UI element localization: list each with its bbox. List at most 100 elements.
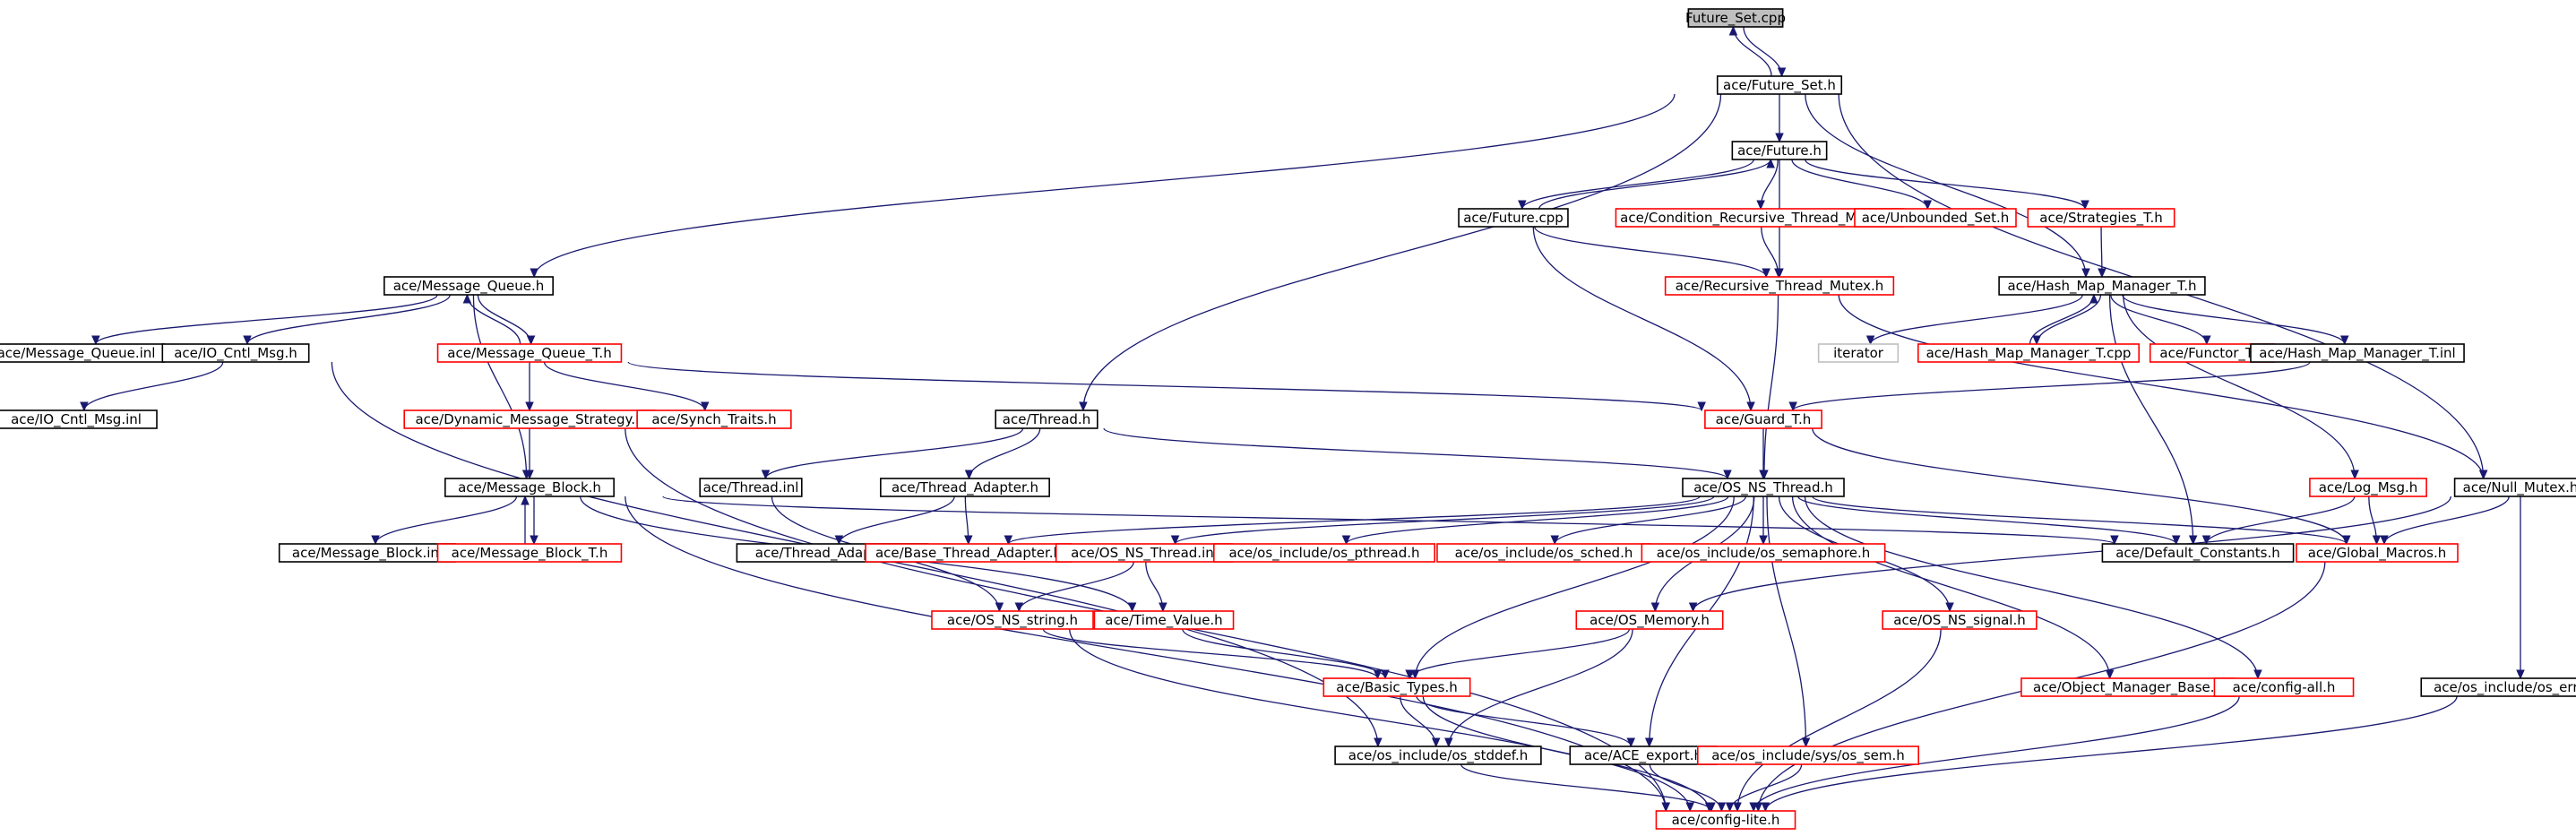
node-hash-map-mgr-inl[interactable]: ace/Hash_Map_Manager_T.inl	[2250, 343, 2465, 363]
node-thread-adapter-h[interactable]: ace/Thread_Adapter.h	[880, 478, 1050, 497]
node-io-cntl-msg-inl[interactable]: ace/IO_Cntl_Msg.inl	[0, 409, 158, 429]
node-os-memory[interactable]: ace/OS_Memory.h	[1575, 610, 1724, 630]
edge-null-mutex-to-os-errno	[2516, 496, 2525, 680]
node-message-block-t[interactable]: ace/Message_Block_T.h	[436, 543, 623, 563]
edge-guard-t-to-global-macros	[1812, 427, 2351, 546]
node-thread-inl[interactable]: ace/Thread.inl	[699, 478, 803, 497]
node-cond-rec-mutex[interactable]: ace/Condition_Recursive_Thread_Mutex.h	[1615, 208, 1905, 228]
node-config-lite[interactable]: ace/config-lite.h	[1655, 810, 1796, 830]
edge-sys-os-sem-to-config-lite	[1725, 763, 1803, 813]
node-hash-map-mgr-cpp[interactable]: ace/Hash_Map_Manager_T.cpp	[1917, 343, 2141, 363]
node-hash-map-mgr[interactable]: ace/Hash_Map_Manager_T.h	[1998, 276, 2206, 296]
node-box	[1334, 746, 1542, 765]
node-rec-thread-mutex[interactable]: ace/Recursive_Thread_Mutex.h	[1664, 276, 1895, 296]
edge-os-ns-thread-h-to-os-semaphore	[1759, 496, 1768, 546]
node-strategies-t[interactable]: ace/Strategies_T.h	[2027, 208, 2175, 228]
edge-guard-t-to-os-ns-thread-h	[1759, 427, 1768, 480]
edge-line	[1554, 496, 1747, 545]
node-os-pthread[interactable]: ace/os_include/os_pthread.h	[1213, 543, 1436, 563]
edge-future-h-to-future-cpp	[1518, 159, 1754, 211]
node-io-cntl-msg-h[interactable]: ace/IO_Cntl_Msg.h	[161, 343, 310, 363]
edge-arrowhead	[2516, 669, 2525, 680]
node-default-constants[interactable]: ace/Default_Constants.h	[2101, 543, 2295, 563]
edge-hash-map-mgr-to-functor-t	[2110, 294, 2211, 346]
edge-arrowhead	[1127, 602, 1137, 613]
node-message-block-h[interactable]: ace/Message_Block.h	[444, 478, 615, 497]
node-label: ace/Thread.h	[1003, 411, 1090, 427]
edge-line	[1869, 294, 2083, 345]
node-box	[1213, 543, 1436, 563]
edge-os-ns-thread-h-to-default-constants	[1797, 496, 2181, 546]
edge-arrowhead	[1381, 669, 1390, 680]
edge-message-queue-h-to-message-block-h	[472, 294, 531, 480]
edge-os-ns-thread-h-to-base-thread-adapter	[1004, 496, 1701, 546]
edge-line	[1018, 561, 1134, 612]
node-dyn-msg-strategy[interactable]: ace/Dynamic_Message_Strategy.h	[403, 409, 656, 429]
edge-line	[1797, 496, 2177, 545]
node-functor-t[interactable]: ace/Functor_T.h	[2149, 343, 2276, 363]
node-synch-traits[interactable]: ace/Synch_Traits.h	[636, 409, 792, 429]
node-message-queue-inl[interactable]: ace/Message_Queue.inl	[0, 343, 166, 363]
edge-message-block-t-to-message-block-h	[521, 495, 530, 545]
node-os-ns-signal[interactable]: ace/OS_NS_signal.h	[1882, 610, 2038, 630]
node-future-set-cpp[interactable]: Future_Set.cpp	[1685, 8, 1786, 28]
node-log-msg[interactable]: ace/Log_Msg.h	[2309, 478, 2427, 497]
edge-line	[1400, 695, 1437, 747]
node-guard-t[interactable]: ace/Guard_T.h	[1704, 409, 1822, 429]
node-os-stddef[interactable]: ace/os_include/os_stddef.h	[1334, 746, 1542, 765]
edge-arrowhead	[80, 401, 89, 412]
node-future-h[interactable]: ace/Future.h	[1731, 141, 1828, 160]
node-os-ns-thread-h[interactable]: ace/OS_NS_Thread.h	[1682, 478, 1845, 497]
edge-arrowhead	[1762, 268, 1770, 279]
node-time-value[interactable]: ace/Time_Value.h	[1093, 610, 1235, 630]
node-label: ace/os_include/os_errno.h	[2434, 679, 2576, 696]
edge-line	[246, 294, 451, 345]
edge-line	[95, 294, 438, 345]
edge-arrowhead	[1777, 67, 1787, 78]
node-os-sched[interactable]: ace/os_include/os_sched.h	[1436, 543, 1651, 563]
edge-line	[1763, 294, 1779, 479]
node-box	[2420, 677, 2576, 697]
node-os-ns-thread-inl[interactable]: ace/OS_NS_Thread.inl	[1055, 543, 1234, 563]
edge-line	[1521, 159, 1754, 210]
node-null-mutex[interactable]: ace/Null_Mutex.h	[2453, 478, 2576, 497]
node-config-all[interactable]: ace/config-all.h	[2213, 677, 2355, 697]
node-base-thread-adapter[interactable]: ace/Base_Thread_Adapter.h	[865, 543, 1073, 563]
node-unbounded-set[interactable]: ace/Unbounded_Set.h	[1854, 208, 2017, 228]
node-box	[1917, 343, 2141, 363]
node-message-queue-h[interactable]: ace/Message_Queue.h	[383, 276, 554, 296]
edge-arrowhead	[2188, 535, 2198, 546]
node-label: ace/OS_NS_string.h	[947, 612, 1078, 629]
node-iterator[interactable]: iterator	[1817, 343, 1900, 363]
edge-arrowhead	[1697, 401, 1706, 412]
node-object-manager-base[interactable]: ace/Object_Manager_Base.h	[2020, 677, 2236, 697]
edge-arrowhead	[1775, 133, 1784, 143]
edge-line	[1538, 159, 1771, 210]
node-ace-export[interactable]: ace/ACE_export.h	[1569, 746, 1718, 765]
node-basic-types[interactable]: ace/Basic_Types.h	[1322, 677, 1471, 697]
node-box	[0, 409, 158, 429]
node-os-semaphore[interactable]: ace/os_include/os_semaphore.h	[1641, 543, 1886, 563]
edge-arrowhead	[525, 470, 534, 480]
node-label: ace/Future_Set.h	[1723, 77, 1836, 94]
edge-line	[1692, 496, 2451, 612]
edge-line	[1174, 496, 1715, 545]
edge-os-stddef-to-config-lite	[1460, 763, 1716, 813]
node-global-macros[interactable]: ace/Global_Macros.h	[2296, 543, 2459, 563]
node-message-queue-t[interactable]: ace/Message_Queue_T.h	[436, 343, 623, 363]
node-label: ace/Hash_Map_Manager_T.inl	[2259, 345, 2455, 362]
edge-os-errno-to-config-lite	[1761, 695, 2458, 813]
node-thread-h[interactable]: ace/Thread.h	[995, 409, 1098, 429]
node-box	[1641, 543, 1886, 563]
edge-thread-h-to-os-ns-thread-h	[1103, 427, 1732, 480]
node-future-cpp[interactable]: ace/Future.cpp	[1458, 208, 1569, 228]
node-os-ns-string[interactable]: ace/OS_NS_string.h	[931, 610, 1094, 630]
node-sys-os-sem[interactable]: ace/os_include/sys/os_sem.h	[1697, 746, 1920, 765]
edge-arrowhead	[1865, 335, 1875, 346]
node-message-block-inl[interactable]: ace/Message_Block.inl	[278, 543, 457, 563]
edge-message-queue-h-to-message-queue-inl	[91, 294, 438, 346]
node-box	[880, 478, 1050, 497]
edge-arrowhead	[1410, 669, 1420, 680]
node-os-errno[interactable]: ace/os_include/os_errno.h	[2420, 677, 2576, 697]
node-future-set-h[interactable]: ace/Future_Set.h	[1716, 75, 1843, 95]
